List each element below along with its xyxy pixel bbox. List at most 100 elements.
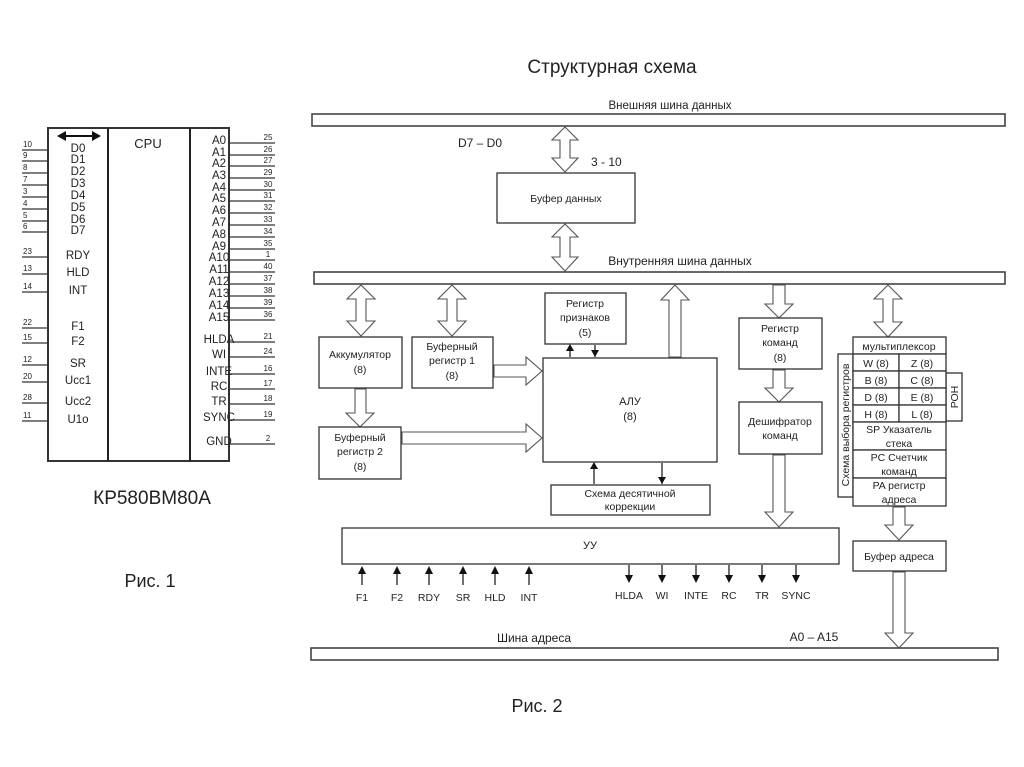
instruction-decoder-box [738, 401, 823, 455]
control-output-INTE: INTE [684, 565, 708, 602]
accumulator-label: Аккумулятор [329, 349, 391, 361]
signal-label: SR [456, 592, 471, 604]
pin-name: A6 [212, 205, 226, 217]
pin-number: 12 [23, 355, 32, 364]
pins-label: 3 - 10 [591, 155, 622, 169]
stack-pointer-line2: стека [886, 438, 913, 450]
pin-WI: 24 WI [212, 347, 275, 361]
double-arrow-icon [436, 284, 468, 337]
buffer-register-1-box [411, 336, 494, 389]
arrow-up-icon [358, 566, 366, 574]
pin-number: 18 [264, 394, 273, 403]
pin-number: 35 [264, 239, 273, 248]
fig1-caption: Рис. 1 [124, 571, 175, 591]
control-unit-label: УУ [583, 540, 598, 552]
chip-name: КР580ВМ80А [93, 488, 211, 509]
arrow-down-icon [763, 369, 795, 403]
external-data-bus [311, 113, 1006, 127]
double-arrow-icon [550, 126, 580, 173]
pin-number: 31 [264, 191, 273, 200]
pin-name: D5 [71, 202, 86, 214]
arrow-right-icon [401, 422, 543, 454]
arrow-up-icon [566, 344, 574, 351]
stack-pointer-box [852, 421, 947, 451]
data-buffer-box [496, 172, 636, 224]
pin-number: 24 [264, 347, 273, 356]
pin-name: A8 [212, 229, 226, 241]
register-pair: D (8)E (8) [852, 387, 947, 406]
address-lines-label: A0 – A15 [790, 630, 839, 644]
pin-number: 32 [264, 203, 273, 212]
pin-name: A14 [209, 300, 230, 312]
arrow-down-icon [763, 284, 795, 319]
signal-label: HLD [484, 592, 505, 604]
buffer-register-1-size: (8) [446, 370, 459, 382]
signal-label: SYNC [781, 590, 811, 602]
arrow-down-icon [758, 575, 766, 583]
pin-number: 25 [264, 133, 273, 142]
stack-pointer-line1: SP Указатель [866, 424, 932, 436]
register-label: E (8) [911, 392, 934, 404]
pin-name: A1 [212, 147, 226, 159]
flags-register-size: (5) [579, 327, 592, 339]
signal-label: INT [521, 592, 539, 604]
pin-number: 14 [23, 282, 32, 291]
right-pins: 25A026A127A229A330A431A532A633A734A835A9… [203, 133, 275, 448]
pin-number: 8 [23, 163, 28, 172]
register-label: B (8) [865, 375, 888, 387]
pin-number: 20 [23, 372, 32, 381]
pin-name: Ucc2 [65, 396, 91, 408]
pin-number: 13 [23, 264, 32, 273]
arrow-down-icon [344, 388, 376, 428]
arrow-down-icon [883, 571, 915, 649]
pin-name: F1 [71, 321, 84, 333]
arrow-down-icon [658, 477, 666, 484]
pin-name: GND [206, 436, 232, 448]
arrow-up-icon [659, 284, 691, 358]
pin-name: WI [212, 349, 226, 361]
pin-number: 3 [23, 187, 28, 196]
address-bus [310, 647, 999, 661]
pin-name: A15 [209, 312, 229, 324]
pin-TR: 18 TR [211, 394, 275, 408]
address-buffer-label: Буфер адреса [864, 551, 934, 563]
address-register-line1: PA регистр [873, 480, 926, 492]
program-counter-line2: команд [881, 466, 917, 478]
flags-register-line1: Регистр [566, 298, 604, 310]
address-buffer-box [852, 540, 947, 572]
control-input-F2: F2 [391, 566, 403, 604]
control-output-HLDA: HLDA [615, 565, 643, 602]
pin-name: D3 [71, 178, 86, 190]
pin-number: 40 [264, 262, 273, 271]
pin-D5: 4 D5 [22, 199, 85, 214]
pin-number: 4 [23, 199, 28, 208]
register-label: H (8) [864, 409, 887, 421]
register-label: W (8) [863, 358, 889, 370]
internal-bus-label: Внутренняя шина данных [608, 254, 752, 268]
pin-number: 11 [23, 411, 32, 420]
register-pair: B (8)C (8) [852, 370, 947, 389]
pin-name: A2 [212, 158, 226, 170]
arrow-down-icon [725, 575, 733, 583]
instruction-register-line1: Регистр [761, 323, 799, 335]
pin-name: TR [211, 396, 226, 408]
pin-number: 39 [264, 298, 273, 307]
pin-number: 37 [264, 274, 273, 283]
signal-label: TR [755, 590, 769, 602]
decimal-correction-box [550, 484, 711, 516]
